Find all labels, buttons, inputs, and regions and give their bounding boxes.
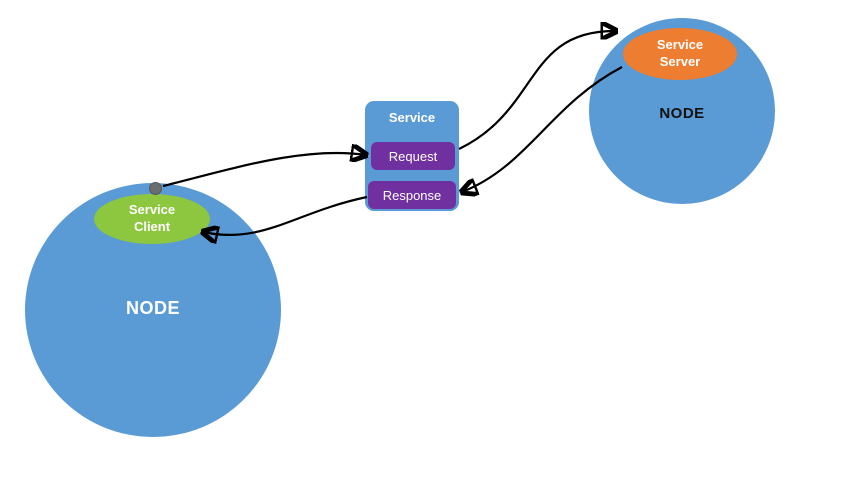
service-client-ellipse: Service Client — [94, 194, 210, 244]
service-client-label-line2: Client — [133, 219, 171, 234]
service-client-label-line1: Service — [128, 202, 176, 218]
left-node-label: NODE — [125, 298, 180, 318]
arrow-client-to-request — [162, 153, 366, 188]
service-box-title: Service — [388, 110, 436, 125]
service-server-label-line2: Server — [659, 54, 701, 69]
service-server-ellipse: Service Server — [623, 28, 737, 80]
right-node-label: NODE — [659, 105, 705, 122]
request-label: Request — [388, 148, 438, 164]
request-box: Request — [371, 142, 455, 170]
response-box: Response — [368, 181, 456, 209]
response-label: Response — [382, 187, 442, 203]
connection-dot — [149, 182, 162, 195]
service-server-label-line1: Service — [656, 37, 704, 53]
